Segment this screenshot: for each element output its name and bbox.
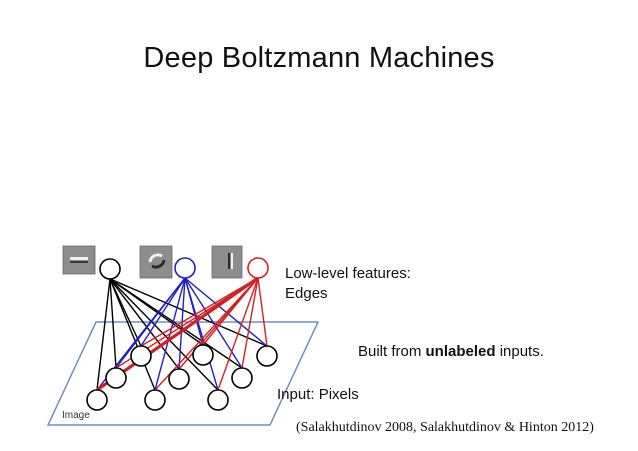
hidden-unit-red (247, 257, 269, 279)
visible-unit (231, 367, 253, 389)
unlabeled-bold: unlabeled (425, 343, 496, 360)
blue-connection-line (184, 277, 243, 369)
low-level-features-line: Low-level features: (285, 265, 411, 282)
filter-thumbnail-3 (211, 245, 243, 279)
visible-unit (130, 345, 152, 367)
blue-connection-line (140, 277, 186, 347)
black-connection-line (109, 278, 156, 391)
black-connection-line (109, 278, 219, 391)
blue-connection-line (178, 277, 186, 370)
hidden-unit-black (99, 258, 121, 280)
built-prefix: Built from (358, 343, 426, 360)
edges-line: Edges (285, 285, 328, 302)
visible-unit (256, 345, 278, 367)
filter-thumbnail-1 (62, 245, 96, 275)
built-suffix: inputs. (495, 343, 544, 360)
image-plane (46, 321, 320, 426)
visible-unit (144, 389, 166, 411)
red-connection-line (217, 277, 259, 391)
low-level-features-label: Low-level features: Edges (285, 264, 411, 304)
red-connection-line (257, 277, 268, 347)
red-connection-line (140, 277, 259, 347)
input-pixels-label: Input: Pixels (277, 386, 359, 403)
hidden-unit-blue (174, 257, 196, 279)
black-connection-line (109, 278, 243, 369)
black-connection-line (109, 278, 180, 370)
visible-unit (86, 389, 108, 411)
citation: (Salakhutdinov 2008, Salakhutdinov & Hin… (296, 420, 594, 435)
network-units (86, 257, 278, 411)
built-from-unlabeled-label: Built from unlabeled inputs. (358, 342, 544, 362)
black-connection-line (109, 278, 117, 369)
slide-title: Deep Boltzmann Machines (143, 42, 495, 74)
filter-thumbnail-2 (139, 245, 173, 279)
image-label: Image (62, 410, 90, 421)
connection-lines (96, 276, 268, 392)
visible-unit (105, 367, 127, 389)
visible-unit (192, 344, 214, 366)
visible-unit (207, 389, 229, 411)
blue-connection-line (184, 277, 219, 391)
visible-unit (168, 368, 190, 390)
red-connection-line (241, 277, 259, 369)
black-connection-line (96, 278, 111, 391)
black-connection-line (109, 278, 268, 347)
